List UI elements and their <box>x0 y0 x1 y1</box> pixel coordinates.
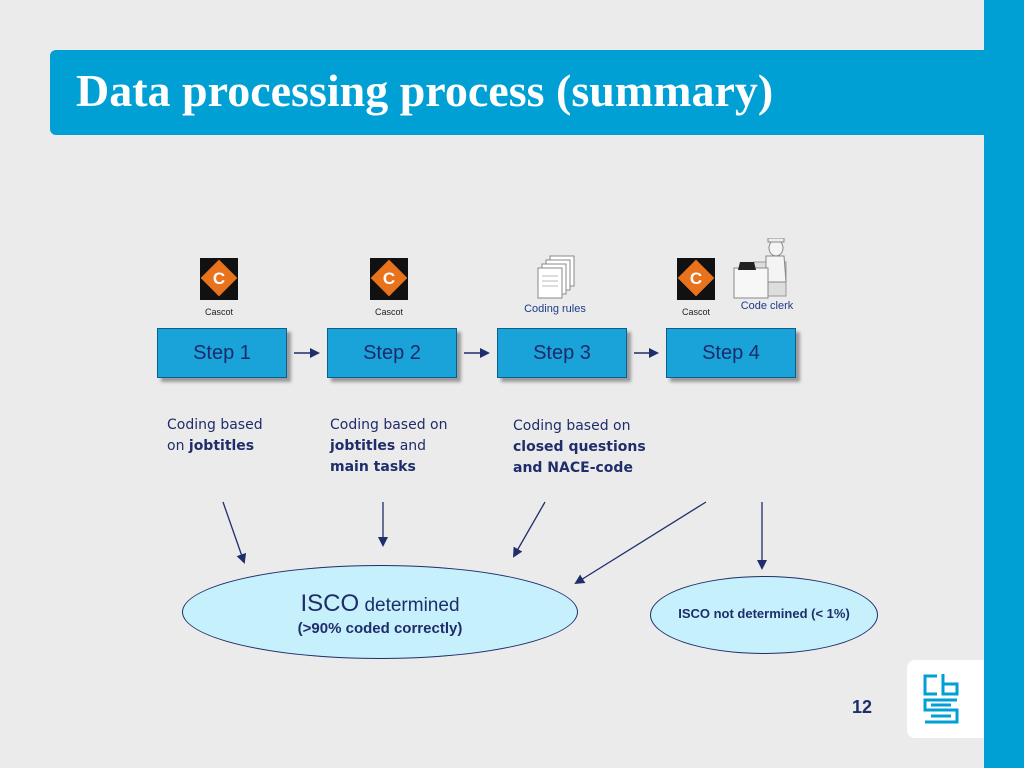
step-3-description: Coding based on closed questions and NAC… <box>513 418 646 476</box>
isco-determined-ellipse: ISCO determined (>90% coded correctly) <box>182 565 578 659</box>
documents-icon <box>536 254 578 302</box>
slide-title: Data processing process (summary) <box>76 65 774 116</box>
page-number: 12 <box>852 697 873 717</box>
isco-label: ISCO <box>300 590 360 617</box>
svg-text:C: C <box>213 269 225 288</box>
step-3-box: Step 3 <box>497 328 627 378</box>
not-determined-label: ISCO not determined (< 1%) <box>678 606 850 621</box>
cascot-icon-step4: C <box>677 258 715 300</box>
determined-label: determined <box>359 595 460 616</box>
step-4-box: Step 4 <box>666 328 796 378</box>
code-clerk-icon <box>732 237 790 300</box>
svg-text:C: C <box>690 269 702 288</box>
step-2-box: Step 2 <box>327 328 457 378</box>
cbs-logo-icon <box>923 672 959 726</box>
logo-container <box>907 660 984 738</box>
cascot-label-step4: Cascot <box>681 307 710 317</box>
cascot-label-step1: Cascot <box>204 307 233 317</box>
title-bar: Data processing process (summary) <box>50 50 984 135</box>
arrow-step4-to-isco <box>574 501 707 585</box>
svg-text:C: C <box>383 269 395 288</box>
right-accent-band <box>984 0 1024 768</box>
arrow-step1-to-isco <box>222 501 247 564</box>
step-1-box: Step 1 <box>157 328 287 378</box>
isco-not-determined-ellipse: ISCO not determined (< 1%) <box>650 576 878 654</box>
cascot-label-step2: Cascot <box>374 307 403 317</box>
code-clerk-label: Code clerk <box>740 300 794 312</box>
arrow-step3-to-isco <box>513 501 546 558</box>
cascot-icon-step1: C <box>200 258 238 300</box>
coding-rules-label: Coding rules <box>524 303 586 315</box>
cascot-icon-step2: C <box>370 258 408 300</box>
determined-note: (>90% coded correctly) <box>297 620 463 637</box>
step-2-description: Coding based on jobtitles and main tasks <box>330 417 448 475</box>
step-1-description: Coding based on jobtitles <box>167 417 263 454</box>
